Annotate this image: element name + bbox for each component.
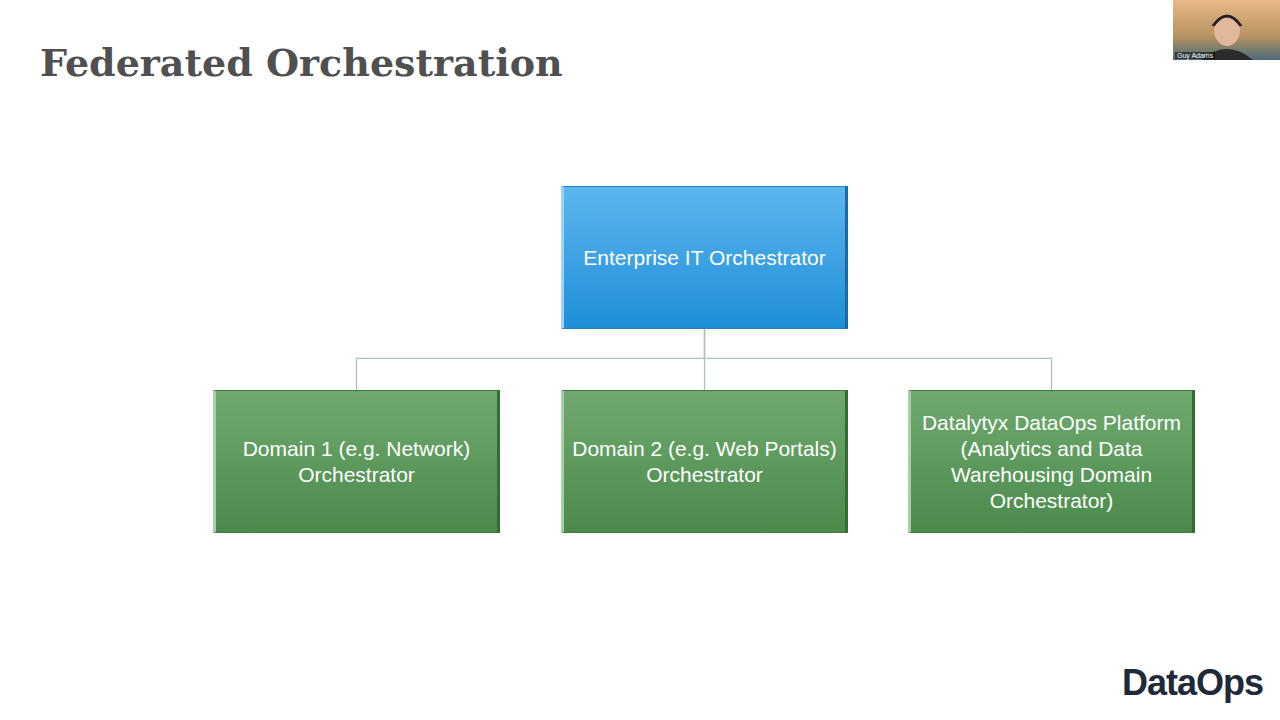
node-text: Enterprise IT Orchestrator [583, 245, 825, 271]
webcam-figure [1173, 0, 1280, 60]
node-text: Domain 1 (e.g. Network) Orchestrator [220, 436, 493, 488]
tree-connector [705, 329, 1052, 390]
orchestrator-box: Enterprise IT Orchestrator [561, 186, 848, 329]
domain-box: Domain 1 (e.g. Network) Orchestrator [213, 390, 500, 533]
domain-box: Datalytyx DataOps Platform (Analytics an… [908, 390, 1195, 533]
brand-logo: DataOps [1122, 662, 1263, 704]
webcam-thumbnail: Guy Adams [1173, 0, 1280, 60]
node-text: Datalytyx DataOps Platform (Analytics an… [915, 410, 1188, 514]
tree-connector [357, 329, 705, 390]
node-text: Domain 2 (e.g. Web Portals) Orchestrator [568, 436, 841, 488]
webcam-name: Guy Adams [1175, 52, 1215, 59]
diagram-title: Federated Orchestration [40, 40, 563, 85]
domain-box: Domain 2 (e.g. Web Portals) Orchestrator [561, 390, 848, 533]
